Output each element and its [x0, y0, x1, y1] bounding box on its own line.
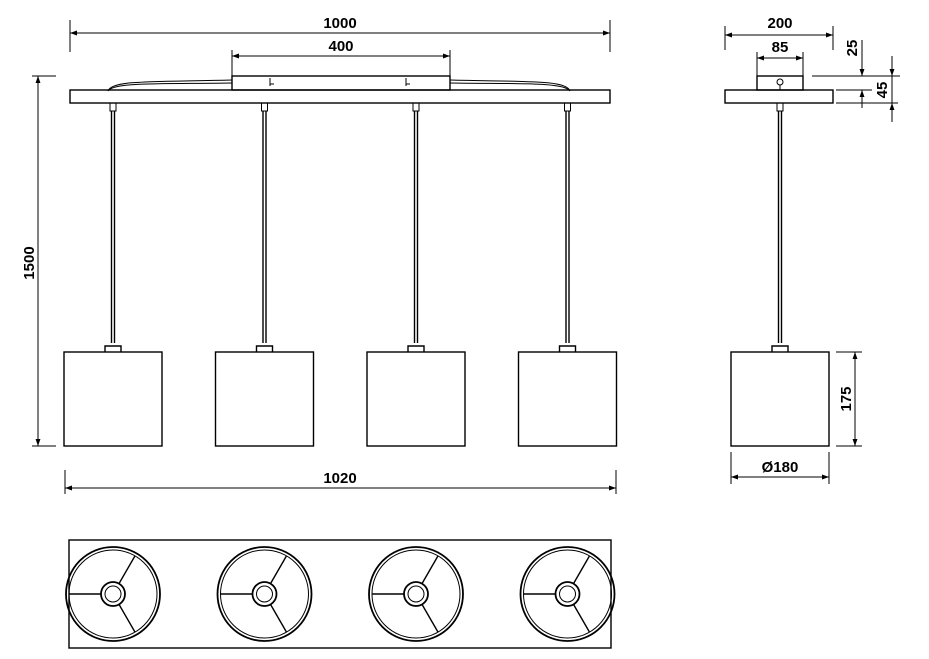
side-canopy-screw-icon [776, 78, 784, 86]
socket-core [104, 585, 122, 603]
dim-shade-diameter: Ø180 [730, 452, 830, 484]
pendant [366, 102, 466, 447]
shade-holder [104, 345, 122, 352]
cable-grip [261, 102, 268, 112]
canopy-screw-icon [269, 78, 410, 86]
side-ceiling-bar [724, 89, 834, 104]
side-view [724, 75, 834, 447]
ceiling-bar [69, 89, 611, 104]
lamp-shade [63, 351, 163, 447]
lamp-shade [214, 351, 315, 447]
supply-cable [449, 82, 571, 92]
dim-bar-height: 45 [870, 56, 900, 122]
side-shade [730, 351, 830, 447]
dim-side-canopy: 85 [756, 39, 804, 76]
side-cable-grip [776, 102, 784, 112]
shade-rim [368, 546, 464, 642]
shade-bottom [65, 546, 161, 642]
shade-bottom [519, 546, 616, 642]
shade-rim [216, 546, 313, 642]
dim-label-canopy-width: 400 [328, 38, 353, 55]
shade-bottom [216, 546, 313, 642]
dim-canopy-width: 400 [231, 38, 451, 76]
shade-holder [558, 345, 577, 352]
pendant [214, 102, 315, 447]
shade-spoke [118, 555, 136, 584]
supply-cable [107, 79, 233, 92]
dim-label-bar-height: 45 [874, 82, 891, 99]
shade-rim [519, 546, 616, 642]
dim-shade-span: 1020 [64, 470, 617, 494]
shade-holder [407, 345, 425, 352]
dim-label-shade-height: 175 [838, 386, 855, 411]
dim-label-overall-width: 1000 [323, 15, 356, 32]
cable-grip [412, 102, 420, 112]
lamp-shade [366, 351, 466, 447]
socket-core [256, 585, 273, 603]
dim-label-total-height: 1500 [21, 246, 38, 279]
shade-spoke [269, 555, 288, 584]
side-shade-holder [771, 345, 789, 352]
pendant [517, 102, 618, 447]
dim-shade-height: 175 [836, 351, 862, 447]
shade-spoke [572, 604, 591, 633]
socket-core [559, 585, 576, 603]
front-view [63, 75, 618, 447]
canopy-box [231, 75, 451, 91]
dim-label-canopy-height: 25 [844, 40, 861, 57]
lamp-shade [517, 351, 618, 447]
shade-spoke [118, 604, 136, 633]
cable-grip [109, 102, 117, 112]
shade-rim [65, 546, 161, 642]
shade-spoke [269, 604, 288, 633]
dim-total-height: 1500 [21, 75, 56, 447]
dim-side-width: 200 [724, 15, 834, 50]
dim-label-shade-diameter: Ø180 [762, 459, 799, 476]
shade-spoke [421, 604, 439, 633]
shade-spoke [572, 555, 591, 584]
dim-label-side-canopy: 85 [772, 39, 789, 56]
dim-overall-width: 1000 [69, 15, 611, 52]
supply-cable [107, 82, 233, 92]
pendant [63, 102, 163, 447]
shade-bottom [368, 546, 464, 642]
shade-holder [255, 345, 274, 352]
socket-core [407, 585, 425, 603]
dim-label-shade-span: 1020 [323, 470, 356, 487]
cable-grip [564, 102, 571, 112]
dim-canopy-height: 25 [812, 40, 898, 108]
shade-spoke [421, 555, 439, 584]
supply-cable [449, 79, 571, 92]
dim-label-side-width: 200 [767, 15, 792, 32]
bottom-view [65, 539, 616, 649]
